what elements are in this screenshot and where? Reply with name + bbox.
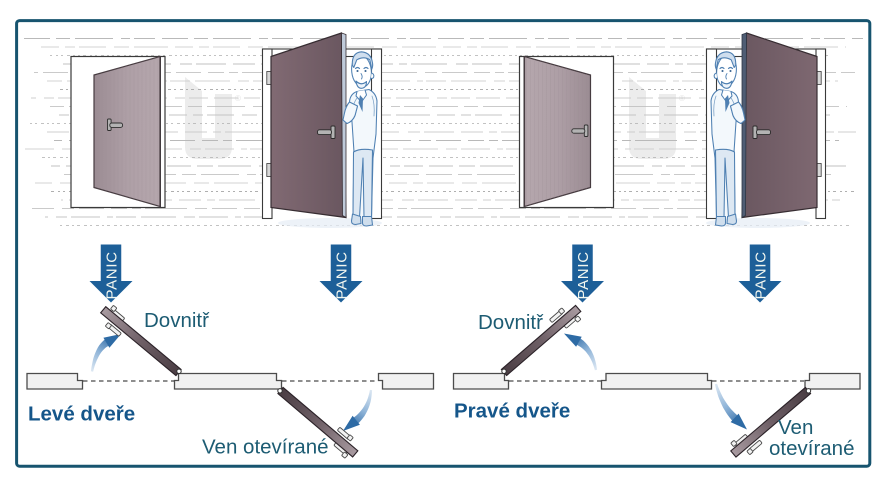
svg-text:Pravé dveře: Pravé dveře [454,400,570,423]
svg-text:PANIC: PANIC [752,251,769,299]
svg-text:PANIC: PANIC [575,251,592,299]
svg-text:Dovnitř: Dovnitř [144,309,210,332]
svg-text:PANIC: PANIC [333,251,350,299]
svg-text:®: ® [679,94,685,103]
svg-text:PANIC: PANIC [103,251,120,299]
svg-text:Dovnitř: Dovnitř [478,311,544,334]
svg-text:®: ® [235,94,241,103]
svg-text:otevírané: otevírané [769,437,854,460]
svg-text:Ven: Ven [778,416,813,439]
svg-text:Levé dveře: Levé dveře [28,403,135,426]
svg-text:Ven otevírané: Ven otevírané [202,436,329,459]
